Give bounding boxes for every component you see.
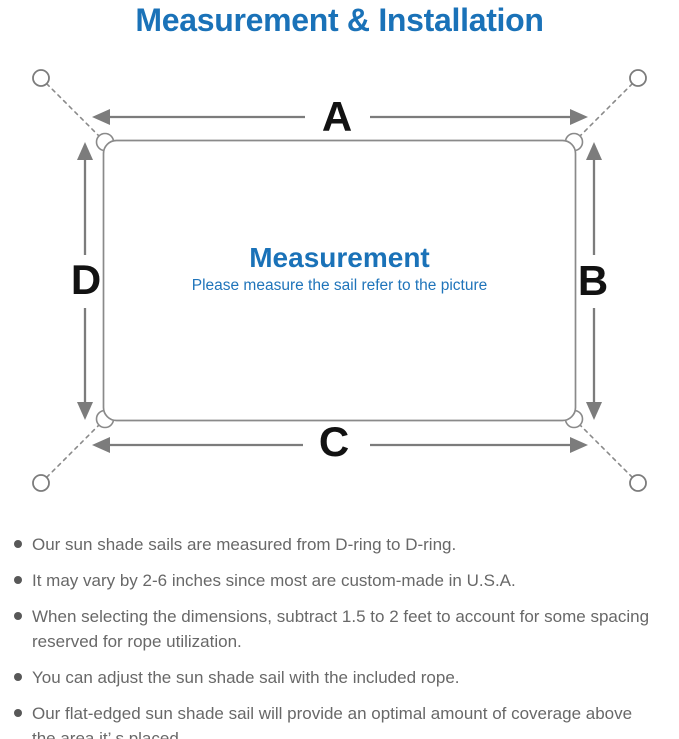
arrowhead-left-icon [92,109,110,125]
list-item: Our sun shade sails are measured from D-… [12,532,672,557]
arrowhead-down-icon [586,402,602,420]
corner-rope-lines [40,77,639,484]
sail-outline [102,139,577,422]
diagram-center-subtitle: Please measure the sail refer to the pic… [191,277,488,294]
anchor-rings [32,69,647,492]
bullet-dot-icon [14,540,22,548]
note-text: It may vary by 2-6 inches since most are… [32,571,516,590]
sail-measurement-diagram: A B C D [32,69,647,492]
note-text: Our sun shade sails are measured from D-… [32,535,457,554]
note-text: You can adjust the sun shade sail with t… [32,668,460,687]
rope-top-left [40,77,105,142]
note-text: Our flat-edged sun shade sail will provi… [32,704,633,739]
notes-list: Our sun shade sails are measured from D-… [12,532,672,739]
bullet-dot-icon [14,576,22,584]
arrowhead-up-icon [586,142,602,160]
label-side-c: C [319,418,349,465]
arrowhead-up-icon [77,142,93,160]
list-item: Our flat-edged sun shade sail will provi… [12,701,672,739]
list-item: It may vary by 2-6 inches since most are… [12,568,672,593]
bullet-dot-icon [14,709,22,717]
measure-arrows [77,109,602,453]
anchor-ring-icon [32,474,50,492]
list-item: When selecting the dimensions, subtract … [12,604,672,654]
label-side-d: D [71,256,101,303]
bullet-dot-icon [14,673,22,681]
diagram-center-title: Measurement [249,242,430,273]
page-title: Measurement & Installation [135,2,544,38]
arrowhead-right-icon [570,109,588,125]
arrowhead-right-icon [570,437,588,453]
rope-bottom-left [40,419,105,484]
arrowhead-down-icon [77,402,93,420]
arrowhead-left-icon [92,437,110,453]
anchor-ring-icon [629,69,647,87]
list-item: You can adjust the sun shade sail with t… [12,665,672,690]
bullet-dot-icon [14,612,22,620]
anchor-ring-icon [32,69,50,87]
label-side-b: B [578,257,608,304]
rope-bottom-right [574,419,639,484]
diagram-center-caption: Measurement Please measure the sail refe… [103,243,576,295]
note-text: When selecting the dimensions, subtract … [32,607,650,651]
rope-top-right [574,77,639,142]
label-side-a: A [322,93,352,140]
anchor-ring-icon [629,474,647,492]
